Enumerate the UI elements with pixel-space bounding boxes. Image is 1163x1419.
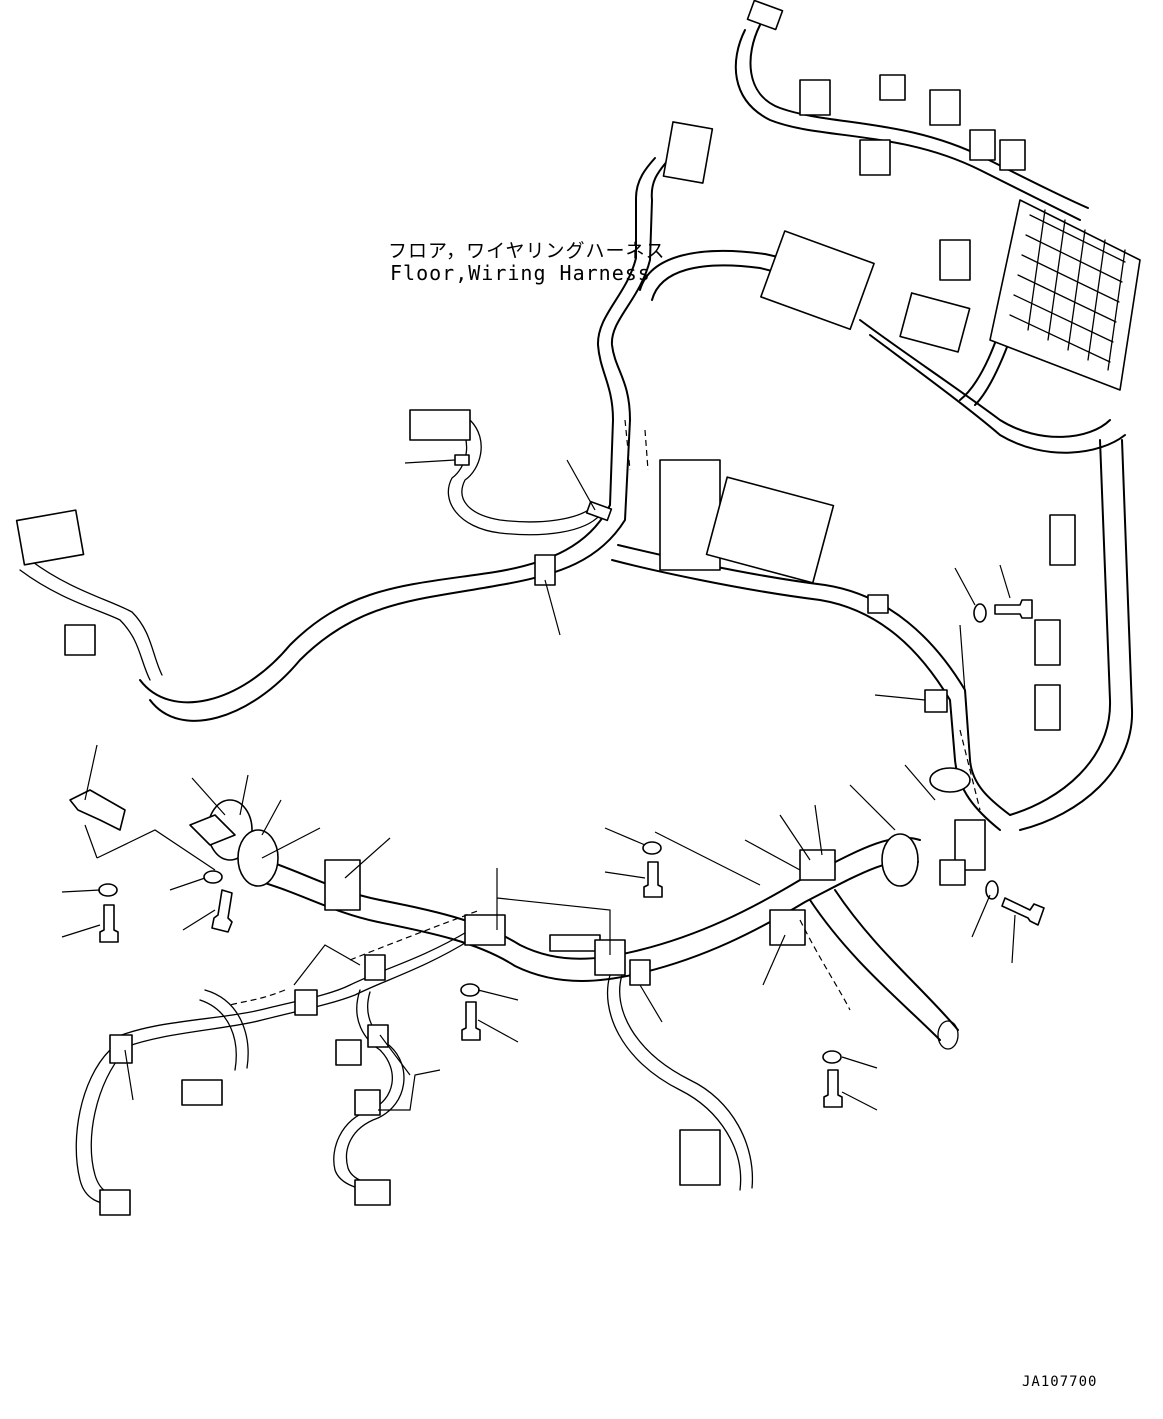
fuse-relay-box <box>799 74 1141 391</box>
connector-large-upper <box>662 121 714 184</box>
connector-left <box>15 509 85 566</box>
washer-3 <box>642 841 662 855</box>
caption-english: Floor,Wiring Harness <box>390 261 651 285</box>
clamp-5 <box>324 859 361 911</box>
grommet-2 <box>237 829 279 887</box>
clamp-2 <box>585 500 613 522</box>
bolt-3 <box>643 861 663 898</box>
clamp-10 <box>799 849 836 881</box>
washer-4 <box>460 983 480 997</box>
upper-left-branch <box>19 419 601 681</box>
clamp-4 <box>924 689 948 713</box>
connector-upper-left <box>409 409 471 441</box>
drawing-number: JA107700 <box>1022 1374 1098 1390</box>
clamp-1 <box>534 554 556 586</box>
connector-lower-small <box>335 1039 362 1066</box>
grommet-3 <box>881 833 919 887</box>
clamp-13 <box>109 1034 133 1064</box>
connector-lower-end <box>99 1189 131 1216</box>
washer-5 <box>822 1050 842 1064</box>
washer-1 <box>98 883 118 897</box>
connector-center-cover <box>705 476 835 584</box>
main-harness-trunk <box>139 24 1134 831</box>
leader-lines <box>61 459 1016 1111</box>
connector-left-small <box>64 624 96 656</box>
washer-2 <box>203 870 223 884</box>
connector-right-lower <box>954 819 986 871</box>
clamp-6 <box>464 914 506 946</box>
connector-right-b <box>1034 684 1061 731</box>
grommet-4 <box>929 767 971 793</box>
clamp-8 <box>629 959 651 986</box>
caption-japanese: フロア，ワイヤリングハーネス <box>388 240 666 262</box>
bolt-1 <box>99 904 119 943</box>
clamp-9 <box>769 909 806 946</box>
lower-harness <box>75 836 959 1206</box>
bolt-6 <box>994 599 1033 619</box>
bolt-7 <box>1001 897 1045 926</box>
connector-top <box>746 0 784 31</box>
connector-right-c <box>1049 514 1076 566</box>
connector-sensor <box>549 934 601 952</box>
clamps <box>69 454 971 1116</box>
connector-right-block <box>939 859 966 886</box>
clamp-14 <box>367 1024 389 1048</box>
washer-7 <box>985 880 999 900</box>
bracket-clip <box>189 814 236 846</box>
connector-right-a <box>1034 619 1061 666</box>
connectors <box>15 0 1076 1216</box>
hidden-lines <box>229 419 981 1011</box>
bolts-washers <box>98 599 1045 1108</box>
washer-6 <box>973 603 987 623</box>
clamp-15 <box>354 1089 381 1116</box>
clamp-3 <box>454 454 470 466</box>
clamp-11 <box>364 954 386 981</box>
bolt-2 <box>211 889 233 933</box>
clamp-12 <box>294 989 318 1016</box>
clamp-16 <box>867 594 889 614</box>
connector-lower-mid <box>679 1129 721 1186</box>
bolt-5 <box>823 1069 843 1108</box>
bracket-left <box>69 789 126 831</box>
connector-lower-center <box>354 1179 391 1206</box>
connector-center-mid <box>760 230 875 331</box>
bolt-4 <box>461 1001 481 1041</box>
connector-lower-left <box>181 1079 223 1106</box>
